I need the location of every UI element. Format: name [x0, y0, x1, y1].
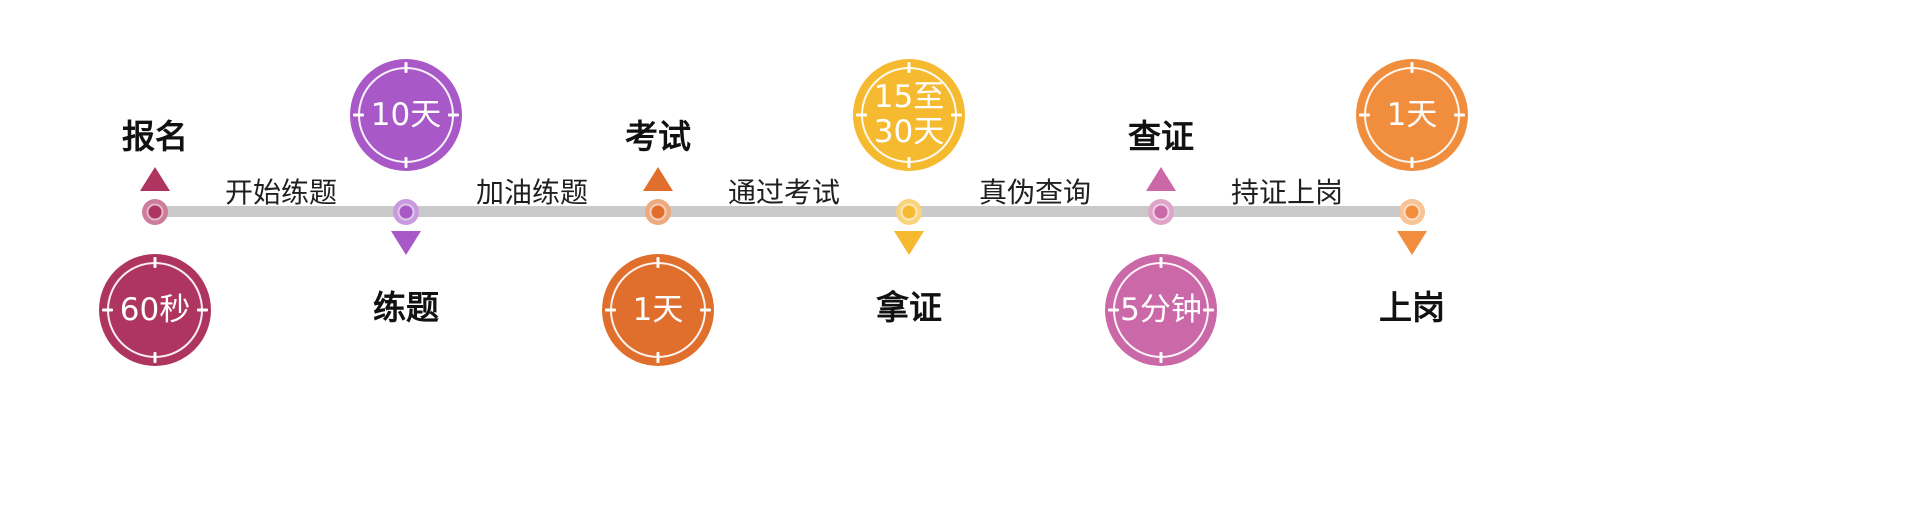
clock-tick: [404, 157, 408, 168]
node-label: 上岗: [1379, 288, 1445, 327]
clock-tick: [1410, 157, 1414, 168]
segment-label: 真伪查询: [978, 176, 1092, 209]
clock-tick: [951, 113, 962, 117]
arrow-down-icon: [1397, 231, 1427, 255]
clock-tick: [153, 352, 157, 363]
clock-tick: [656, 352, 660, 363]
segment-label: 加油练题: [475, 176, 589, 209]
time-badge: 60秒: [99, 254, 211, 366]
node-label: 查证: [1128, 117, 1194, 156]
clock-tick: [102, 308, 113, 312]
clock-tick: [448, 113, 459, 117]
time-badge: 5分钟: [1105, 254, 1217, 366]
clock-tick: [700, 308, 711, 312]
time-badge: 1天: [602, 254, 714, 366]
time-label: 1天: [1386, 96, 1438, 133]
clock-tick: [656, 257, 660, 268]
time-badge: 1天: [1356, 59, 1468, 171]
node-label: 练题: [373, 288, 439, 327]
clock-tick: [1359, 113, 1370, 117]
clock-tick: [605, 308, 616, 312]
time-label: 10天: [370, 96, 442, 133]
clock-tick: [1454, 113, 1465, 117]
clock-tick: [907, 62, 911, 73]
timeline-dot: [1399, 199, 1425, 225]
timeline-dot: [142, 199, 168, 225]
clock-tick: [1203, 308, 1214, 312]
node-label: 拿证: [876, 288, 942, 327]
clock-tick: [1108, 308, 1119, 312]
segment-label: 持证上岗: [1230, 176, 1344, 209]
time-label: 60秒: [119, 291, 191, 328]
node-label: 考试: [625, 117, 691, 156]
clock-tick: [404, 62, 408, 73]
arrow-up-icon: [643, 167, 673, 191]
time-label: 5分钟: [1120, 291, 1202, 328]
arrow-up-icon: [140, 167, 170, 191]
clock-tick: [907, 157, 911, 168]
clock-tick: [153, 257, 157, 268]
timeline-dot: [393, 199, 419, 225]
time-label: 1天: [632, 291, 684, 328]
clock-tick: [197, 308, 208, 312]
clock-tick: [353, 113, 364, 117]
node-label: 报名: [122, 117, 188, 156]
clock-tick: [856, 113, 867, 117]
segment-label: 开始练题: [224, 176, 338, 209]
arrow-down-icon: [894, 231, 924, 255]
arrow-up-icon: [1146, 167, 1176, 191]
timeline-dot: [1148, 199, 1174, 225]
clock-tick: [1159, 352, 1163, 363]
clock-tick: [1410, 62, 1414, 73]
arrow-down-icon: [391, 231, 421, 255]
timeline-bar: [150, 206, 1418, 217]
time-label: 15至 30天: [873, 79, 945, 150]
segment-label: 通过考试: [727, 176, 841, 209]
timeline-dot: [896, 199, 922, 225]
time-badge: 15至 30天: [853, 59, 965, 171]
timeline-dot: [645, 199, 671, 225]
clock-tick: [1159, 257, 1163, 268]
time-badge: 10天: [350, 59, 462, 171]
